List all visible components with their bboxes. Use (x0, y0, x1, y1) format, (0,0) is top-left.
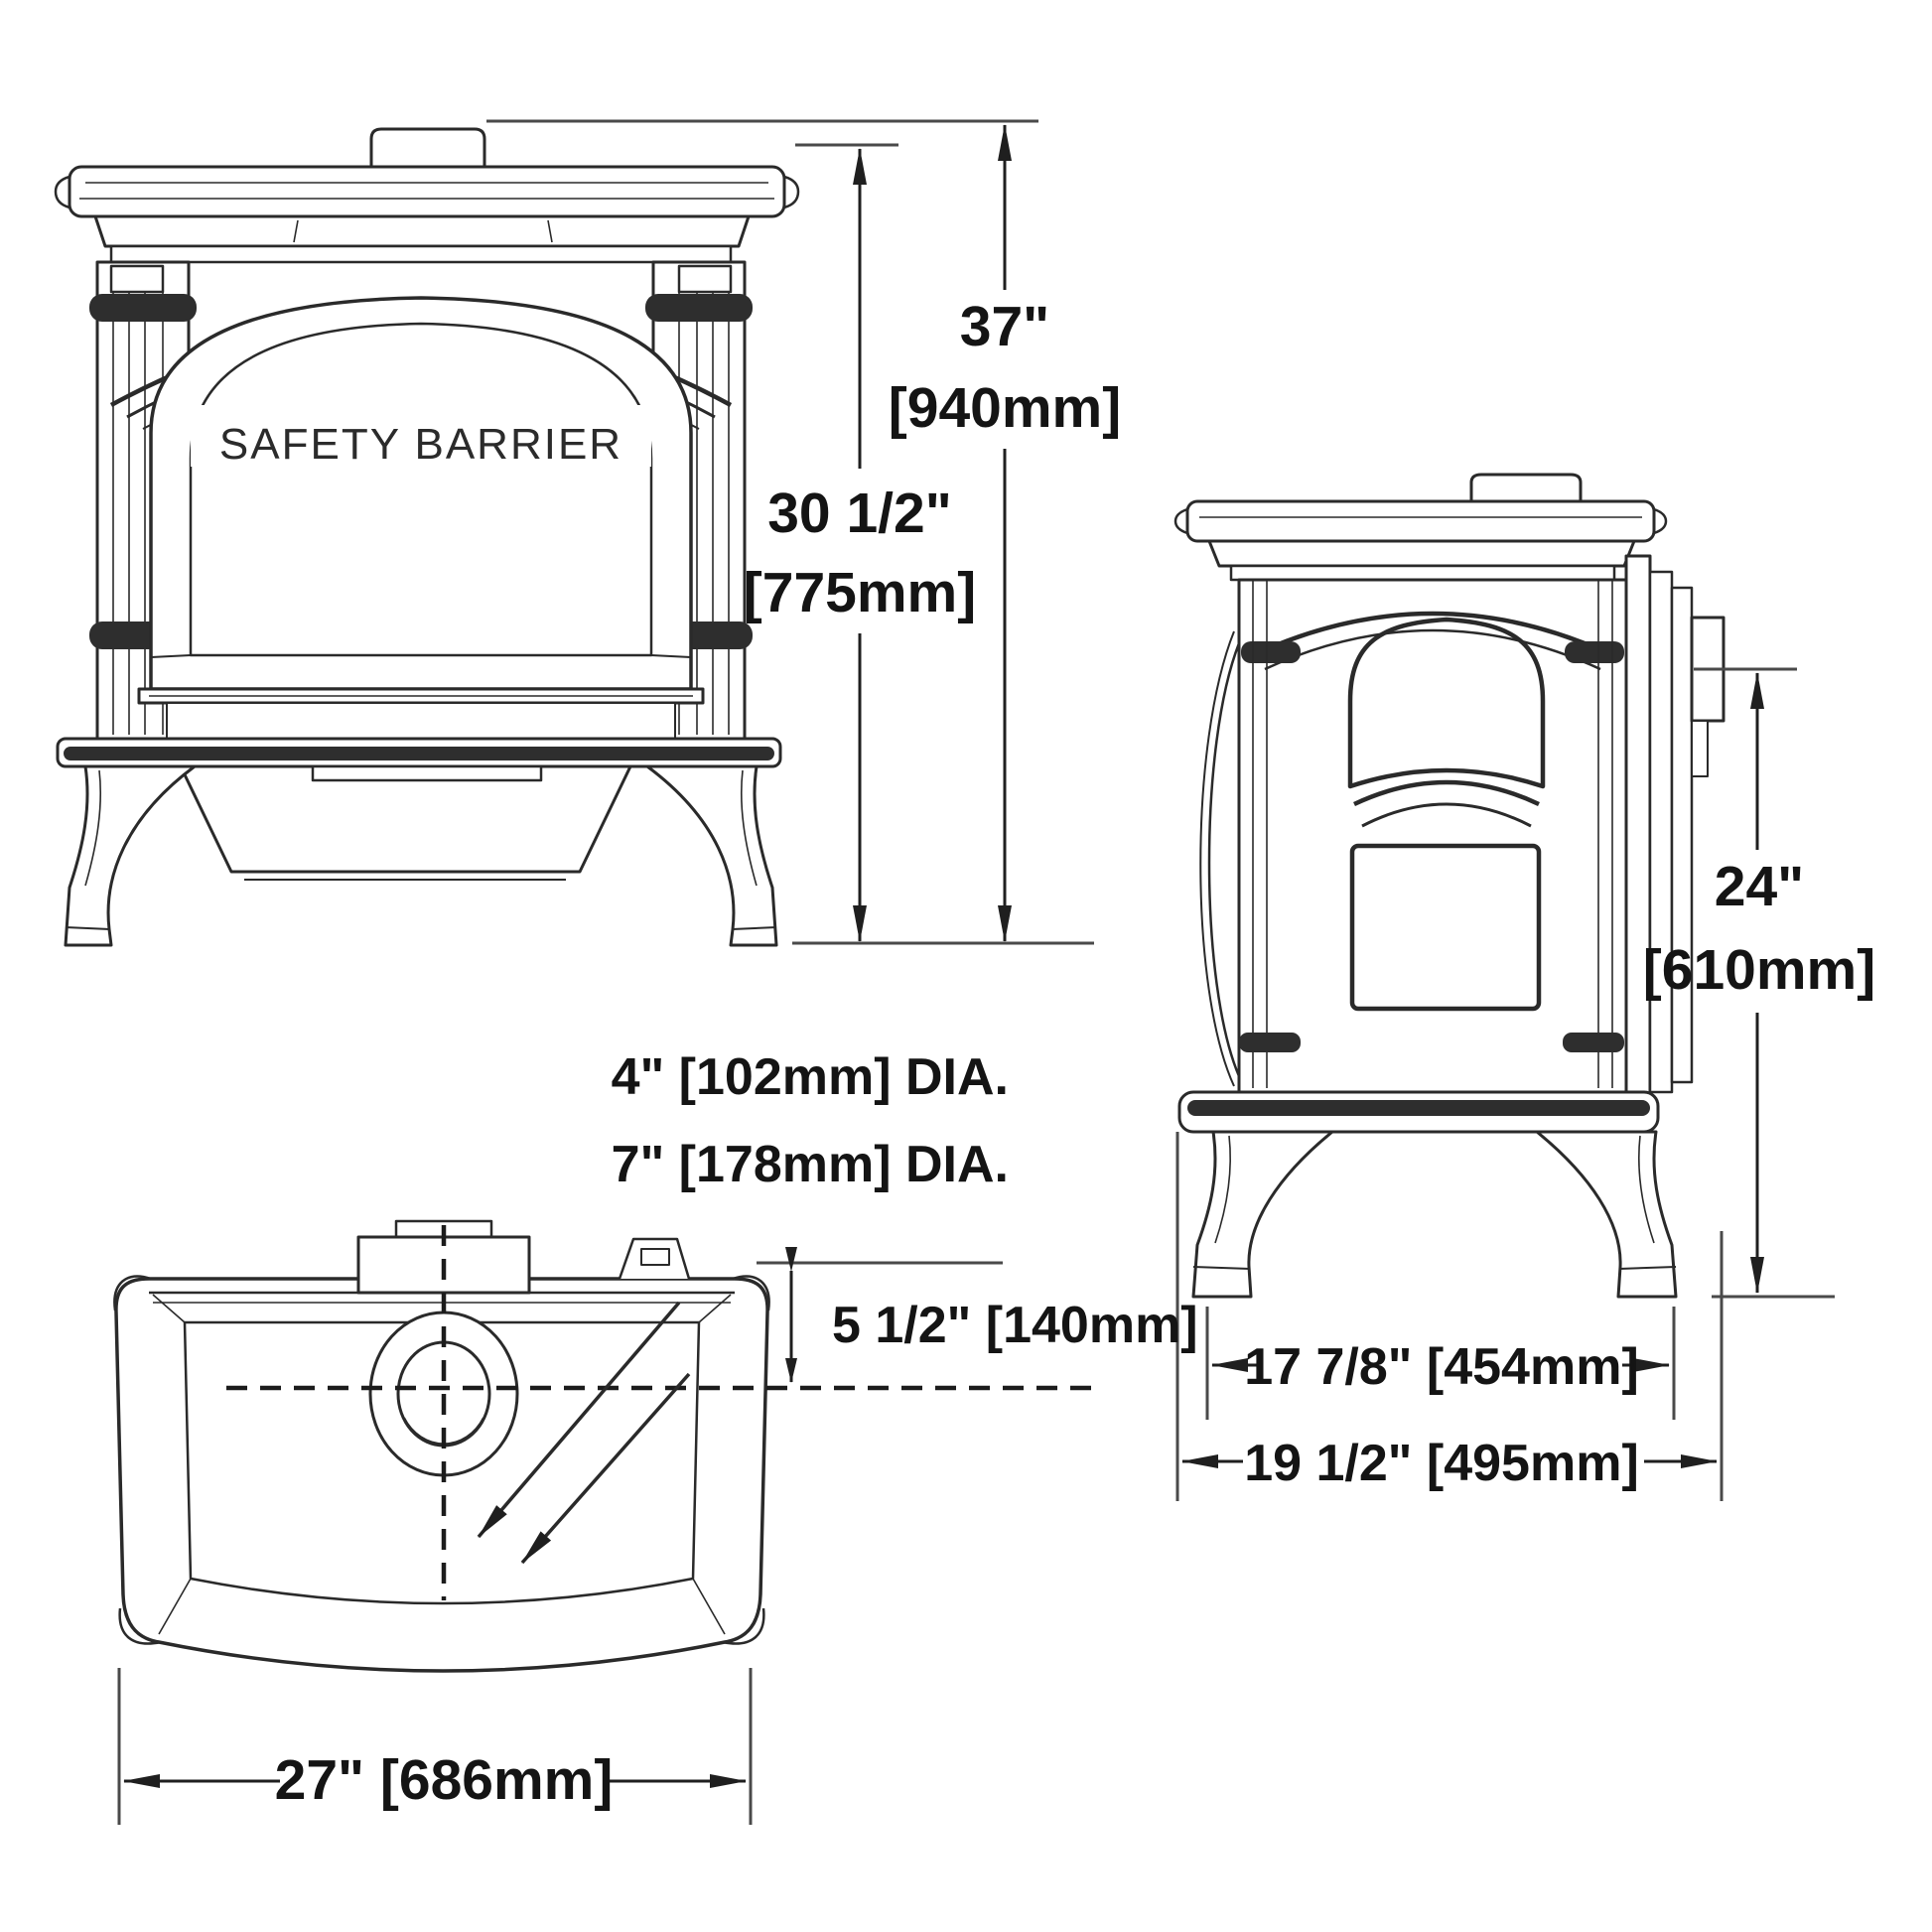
dim-height-total-mm-label: [940mm] (889, 376, 1121, 440)
top-flue-leader-arrows (477, 1301, 691, 1565)
dim-height-body-in-label: 30 1/2" (767, 482, 952, 545)
safety-barrier-band (191, 405, 651, 467)
side-front-leg (1191, 1130, 1334, 1299)
front-chimney-collar (369, 127, 486, 167)
side-top-plate (1173, 499, 1668, 582)
side-upper-lattice-panel (1347, 617, 1546, 789)
safety-barrier-label: SAFETY BARRIER (219, 420, 622, 469)
front-top-plate (54, 165, 800, 264)
dim-height-total: 37" [940mm] (889, 124, 1121, 942)
front-drawer-tab (311, 764, 543, 782)
front-right-leg (645, 764, 778, 947)
dim-flue-center-offset: 5 1/2" [140mm] (785, 1247, 1198, 1383)
side-view-dimensions: 24" [610mm] 17 7/8" [454mm] 19 1/2" [495… (1175, 667, 1875, 1501)
front-safety-mesh (189, 322, 653, 657)
side-chimney-collar (1469, 473, 1583, 501)
flue-small-dia-label: 4" [102mm] DIA. (612, 1048, 1009, 1106)
dim-height-body: 30 1/2" [775mm] (744, 148, 976, 942)
dim-height-body-mm-label: [775mm] (744, 561, 976, 624)
side-rear-vent (1624, 554, 1725, 1150)
dim-rear-vent-height-in-label: 24" (1715, 855, 1804, 918)
front-left-leg (64, 764, 197, 947)
front-window: SAFETY BARRIER (149, 296, 693, 691)
front-window-frame (149, 296, 693, 691)
side-lower-lattice-panel (1349, 843, 1542, 1012)
top-view (113, 1219, 1100, 1673)
dim-flue-center-offset-label: 5 1/2" [140mm] (832, 1297, 1198, 1354)
side-base-step (1177, 1090, 1660, 1134)
front-base (56, 687, 782, 881)
dim-width-overall: 27" [686mm] (123, 1748, 747, 1812)
dim-depth-overall: 19 1/2" [495mm] (1181, 1435, 1718, 1492)
top-corner-scrolls (113, 1275, 770, 1645)
dim-depth-overall-label: 19 1/2" [495mm] (1244, 1435, 1639, 1492)
side-mustache-molding (1353, 779, 1540, 828)
dim-depth-body-label: 17 7/8" [454mm] (1244, 1338, 1639, 1396)
dim-rear-vent-height: 24" [610mm] (1643, 672, 1875, 1294)
top-latch-detail (618, 1237, 691, 1280)
dim-rear-vent-height-mm-label: [610mm] (1643, 938, 1875, 1002)
side-arch (1241, 580, 1624, 1088)
flue-large-dia-label: 7" [178mm] DIA. (612, 1136, 1009, 1193)
top-view-dimensions: 5 1/2" [140mm] 27" [686mm] (117, 1247, 1198, 1825)
flue-diameter-notes: 4" [102mm] DIA. 7" [178mm] DIA. (612, 1048, 1009, 1193)
top-inner-bevel (152, 1294, 732, 1635)
side-rear-leg (1535, 1130, 1678, 1299)
front-view: SAFETY BARRIER (54, 127, 800, 947)
front-bottom-pan (179, 765, 632, 874)
side-front-glass (1199, 630, 1241, 1087)
side-view (1173, 473, 1725, 1299)
front-view-dimensions: 37" [940mm] 30 1/2" [775mm] (486, 119, 1121, 945)
dim-width-overall-label: 27" [686mm] (275, 1748, 614, 1812)
dim-depth-body: 17 7/8" [454mm] (1211, 1338, 1670, 1396)
dim-height-total-in-label: 37" (960, 295, 1049, 358)
